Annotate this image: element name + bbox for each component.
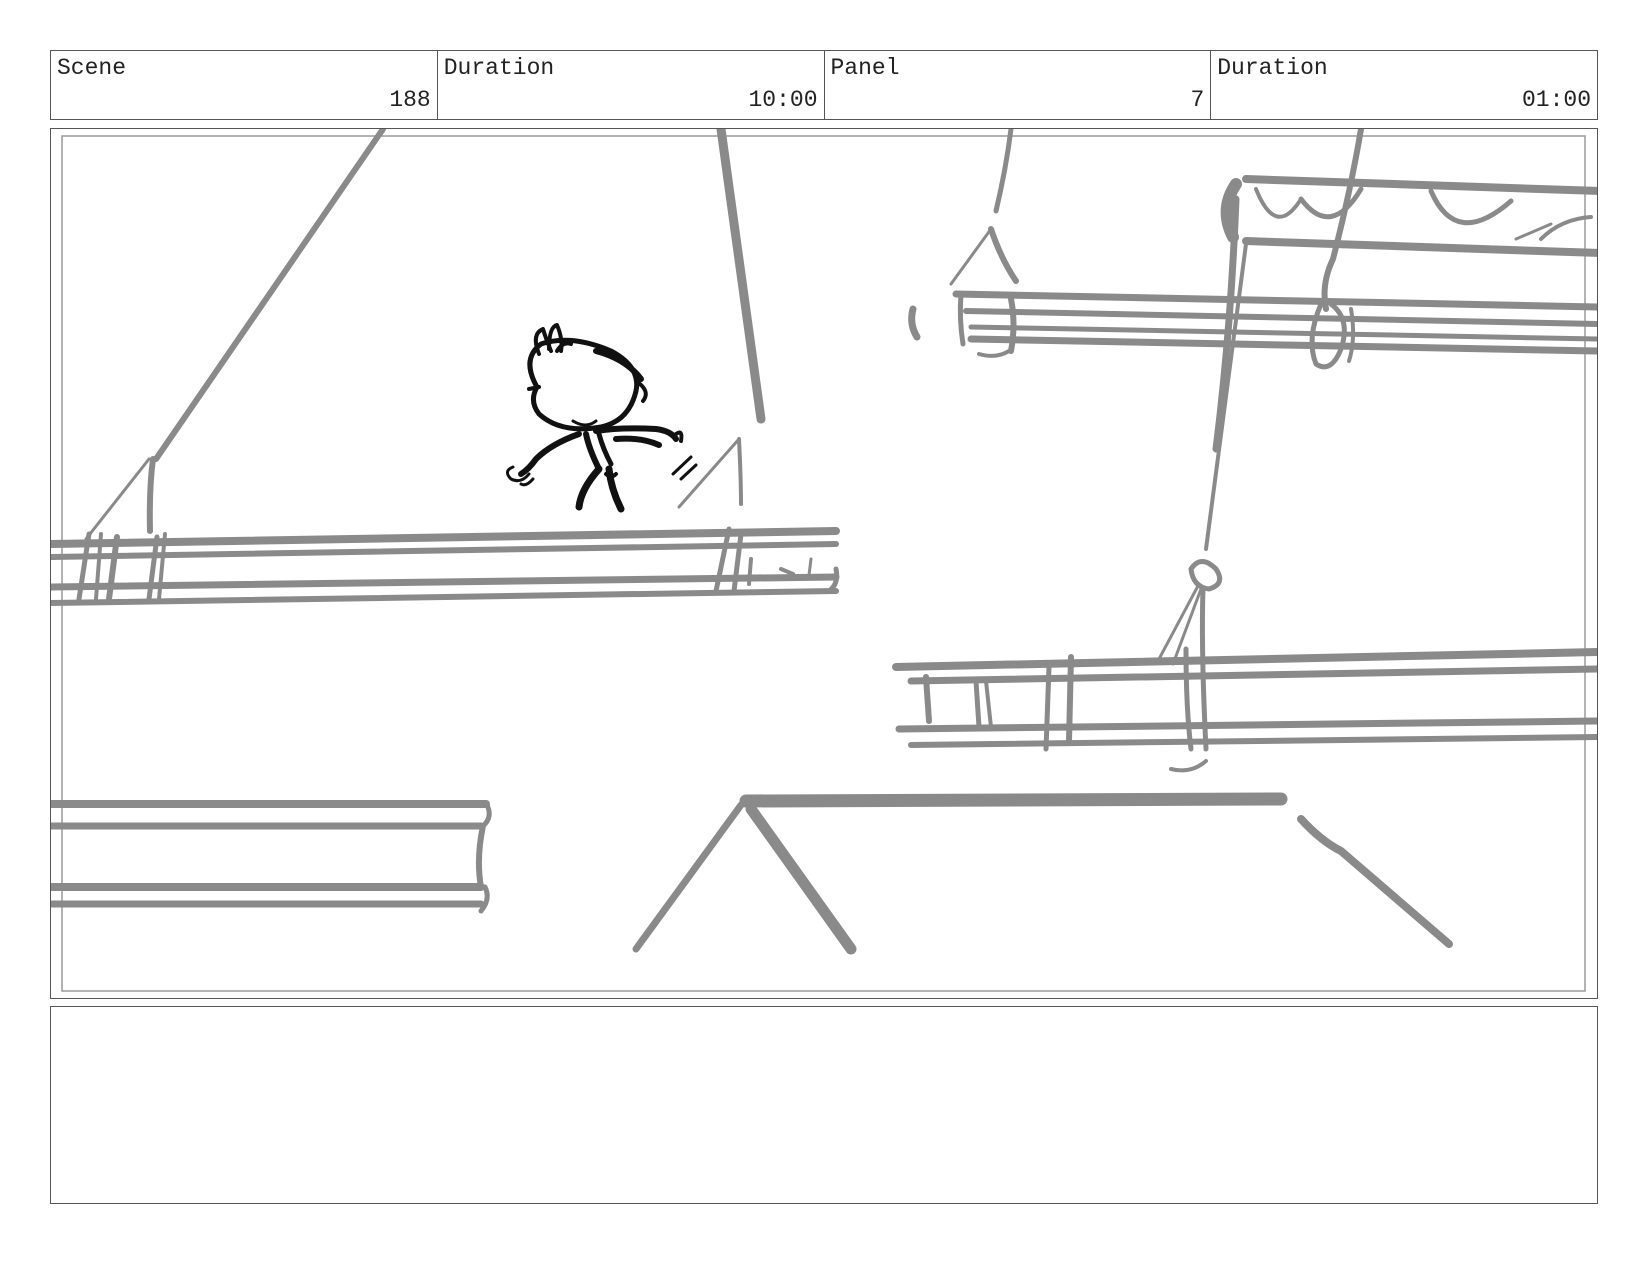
- scene-duration-value: 10:00: [748, 87, 818, 113]
- storyboard-panel-frame: [50, 128, 1598, 999]
- character-sketch: [506, 323, 698, 513]
- panel-duration-cell: Duration 01:00: [1211, 51, 1597, 119]
- panel-sketch: [51, 129, 1597, 992]
- panel-cell: Panel 7: [825, 51, 1212, 119]
- panel-notes-box: [50, 1006, 1598, 1204]
- panel-label: Panel: [830, 55, 900, 81]
- scene-number: 188: [389, 87, 431, 113]
- panel-duration-label: Duration: [1217, 55, 1328, 81]
- scene-label: Scene: [57, 55, 127, 81]
- background-sketch: [51, 129, 1597, 955]
- scene-duration-cell: Duration 10:00: [438, 51, 825, 119]
- scene-duration-label: Duration: [443, 55, 555, 81]
- panel-number: 7: [1190, 87, 1205, 113]
- storyboard-header: Scene 188 Duration 10:00 Panel 7 Duratio…: [50, 50, 1598, 120]
- panel-duration-value: 01:00: [1521, 87, 1591, 113]
- safe-area-frame: [61, 135, 1586, 992]
- scene-cell: Scene 188: [51, 51, 438, 119]
